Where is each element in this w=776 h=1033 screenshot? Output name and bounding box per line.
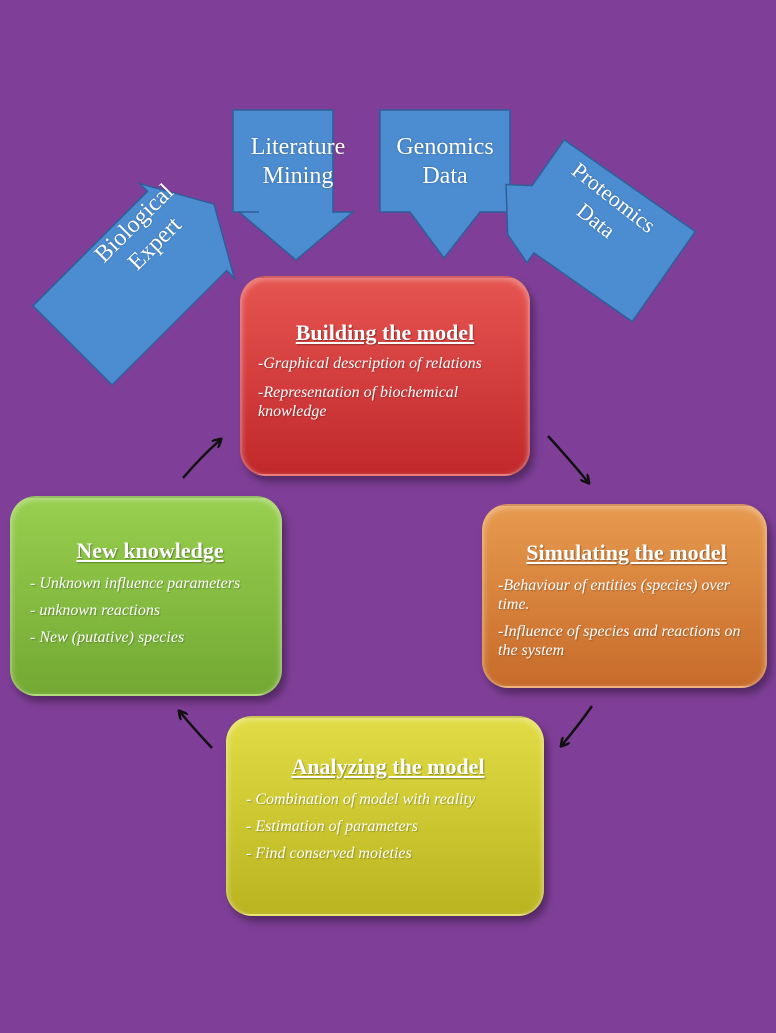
building-the-model-box: Building the model -Graphical descriptio… (240, 276, 530, 476)
analyzing-the-model-points: - Combination of model with reality - Es… (246, 790, 530, 863)
analyzing-the-model-title: Analyzing the model (291, 754, 485, 779)
cycle-arrow-analyze-to-new (180, 712, 213, 749)
cycle-arrow-build-to-sim (547, 435, 588, 482)
literature-mining-label-line2: Mining (262, 163, 334, 189)
stage-point: -Graphical description of relations (258, 355, 482, 372)
building-the-model-points: -Graphical description of relations -Rep… (258, 354, 512, 421)
stage-point: - Find conserved moieties (246, 845, 412, 862)
new-knowledge-points: - Unknown influence parameters - unknown… (30, 574, 270, 647)
analyzing-the-model-box: Analyzing the model - Combination of mod… (226, 716, 544, 916)
biological-expert-arrow (31, 182, 236, 387)
new-knowledge-title: New knowledge (76, 538, 224, 563)
simulating-the-model-title: Simulating the model (526, 540, 727, 565)
proteomics-data-arrow (505, 138, 697, 323)
stage-point: - New (putative) species (30, 629, 185, 646)
genomics-data-label-line2: Data (422, 163, 468, 189)
literature-mining-arrow (232, 109, 356, 261)
stage-point: -Influence of species and reactions on t… (498, 623, 741, 659)
literature-mining-label: Literature Mining (233, 133, 363, 191)
stage-point: - Estimation of parameters (246, 818, 418, 835)
stage-point: -Representation of biochemical knowledge (258, 384, 459, 420)
simulating-the-model-points: -Behaviour of entities (species) over ti… (498, 576, 755, 660)
genomics-data-label: Genomics Data (380, 133, 510, 191)
building-the-model-title: Building the model (295, 320, 475, 345)
genomics-data-arrow (379, 109, 511, 260)
literature-mining-label-line1: Literature (250, 134, 346, 160)
stage-point: - unknown reactions (30, 602, 161, 619)
new-knowledge-box: New knowledge - Unknown influence parame… (10, 496, 282, 696)
stage-point: - Unknown influence parameters (30, 575, 241, 592)
stage-point: - Combination of model with reality (246, 791, 476, 808)
cycle-arrow-sim-to-analyze (562, 705, 594, 745)
simulating-the-model-box: Simulating the model -Behaviour of entit… (482, 504, 767, 688)
cycle-arrow-new-to-build (182, 440, 220, 479)
genomics-data-label-line1: Genomics (396, 134, 494, 160)
stage-point: -Behaviour of entities (species) over ti… (498, 577, 730, 613)
